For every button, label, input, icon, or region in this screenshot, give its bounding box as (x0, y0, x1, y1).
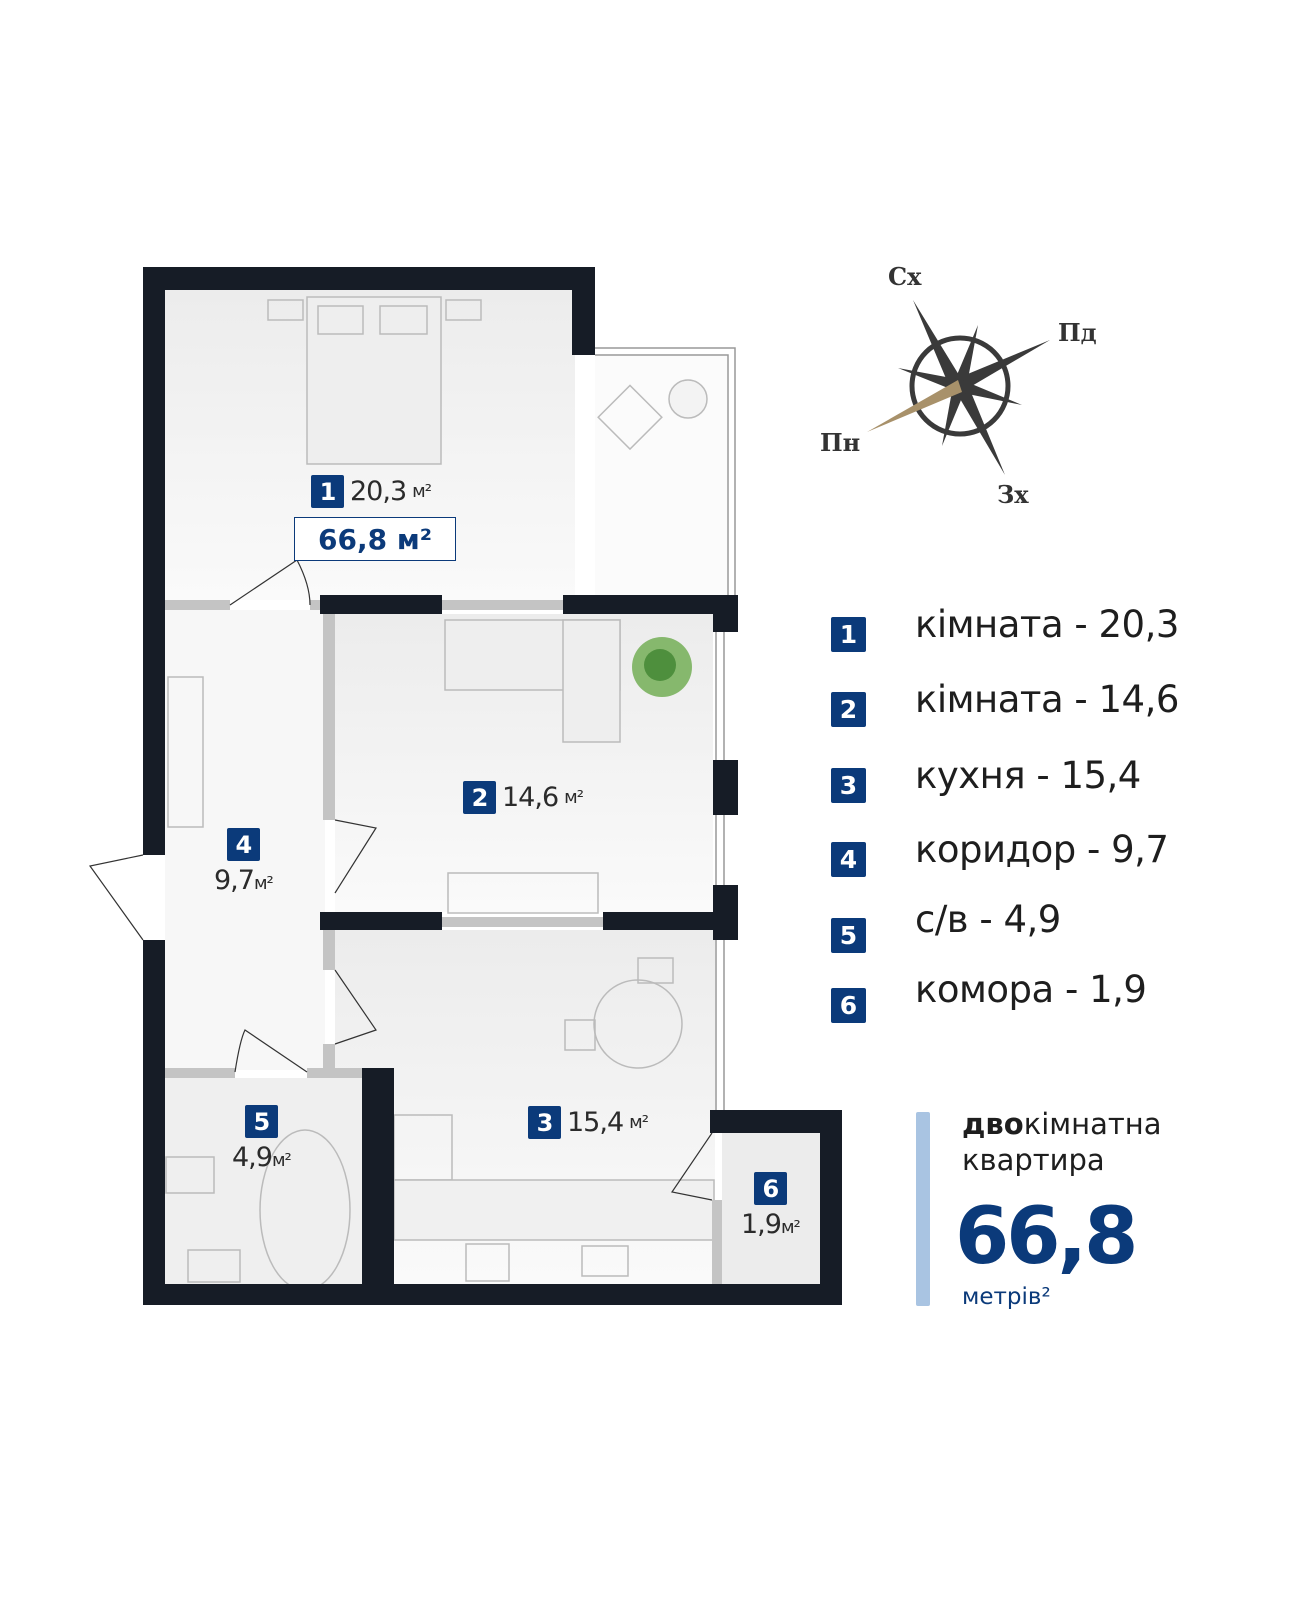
legend-text: кімната - 14,6 (915, 678, 1179, 721)
room-badge: 5 (244, 1105, 278, 1138)
room-badge: 2 (463, 781, 496, 814)
room-unit: м² (412, 481, 432, 502)
accent-bar (916, 1112, 930, 1306)
compass-ring (909, 335, 1011, 437)
legend-badge: 1 (831, 617, 866, 652)
room-area: 14,6 (502, 782, 559, 813)
compass-south-label: Пд (1058, 318, 1097, 347)
room-area: 15,4 (567, 1107, 624, 1138)
legend-item: 4 коридор - 9,7 (831, 828, 1169, 877)
walls (143, 267, 842, 1305)
room-unit: м² (780, 1217, 801, 1238)
room-badge: 4 (226, 828, 260, 861)
legend-badge: 5 (831, 918, 866, 953)
north-arrow-icon (867, 380, 962, 432)
room-area: 1,9 (741, 1209, 782, 1240)
compass (867, 300, 1050, 475)
legend-item: 6 комора - 1,9 (831, 968, 1147, 1023)
room-badge: 3 (528, 1106, 561, 1139)
compass-west-label: Зх (997, 480, 1029, 509)
room-unit: м² (629, 1112, 649, 1133)
legend-badge: 3 (831, 768, 866, 803)
legend-badge: 2 (831, 692, 866, 727)
plant (632, 637, 692, 697)
legend-text: с/в - 4,9 (915, 898, 1061, 941)
total-area-box: 66,8 м² (294, 517, 456, 561)
legend-item: 1 кімната - 20,3 (831, 603, 1179, 652)
room-label-4: 4 9,7м² (214, 828, 274, 896)
furniture (165, 296, 715, 1291)
legend-text: кухня - 15,4 (915, 754, 1141, 797)
room-badge: 1 (311, 475, 344, 508)
windows (595, 347, 736, 1110)
legend-item: 2 кімната - 14,6 (831, 678, 1179, 727)
room-label-6: 6 1,9м² (741, 1172, 801, 1240)
legend-item: 3 кухня - 15,4 (831, 754, 1141, 803)
legend-badge: 4 (831, 842, 866, 877)
apartment-type-rest: кімнатна (1023, 1107, 1162, 1141)
compass-east-label: Сх (888, 262, 922, 291)
apartment-type-bold: дво (962, 1107, 1024, 1141)
legend-text: кімната - 20,3 (915, 603, 1179, 646)
total-area-value: 66,8 (955, 1192, 1138, 1282)
apartment-type-line2: квартира (962, 1143, 1105, 1177)
legend-text: коридор - 9,7 (915, 828, 1169, 871)
legend-text: комора - 1,9 (915, 968, 1147, 1011)
room-unit: м² (564, 787, 584, 808)
total-area-unit: метрів² (962, 1284, 1051, 1310)
thin-walls (165, 600, 722, 1284)
doors (88, 559, 713, 1201)
room-unit: м² (253, 873, 274, 894)
room-label-5: 5 4,9м² (232, 1105, 292, 1173)
room-badge: 6 (753, 1172, 787, 1205)
room-area: 9,7 (214, 865, 255, 896)
room-area: 4,9 (232, 1142, 273, 1173)
room-area: 20,3 (350, 476, 407, 507)
legend-item: 5 с/в - 4,9 (831, 898, 1061, 953)
compass-north-label: Пн (820, 428, 861, 457)
legend-badge: 6 (831, 988, 866, 1023)
room-unit: м² (271, 1150, 292, 1171)
